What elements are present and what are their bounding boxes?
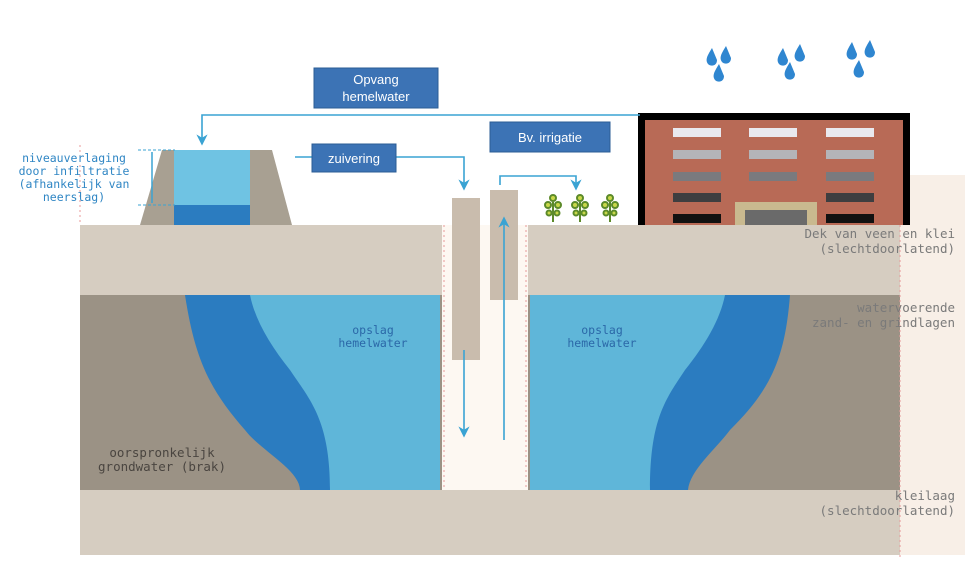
zuivering-label: zuivering bbox=[328, 151, 380, 166]
collect-arrow bbox=[196, 114, 640, 146]
dek-label-1: Dek van veen en klei bbox=[804, 226, 955, 241]
water-label-2: zand- en grindlagen bbox=[812, 315, 955, 330]
plant-icon bbox=[544, 194, 619, 222]
niveau-label-2: door infiltratie bbox=[19, 164, 130, 178]
purification-arrow bbox=[396, 156, 470, 191]
building-windows bbox=[673, 128, 874, 225]
opslag-right-2: hemelwater bbox=[567, 336, 636, 350]
basin-water bbox=[174, 150, 250, 205]
basin-water-low bbox=[174, 205, 250, 225]
dek-label-2: (slechtdoorlatend) bbox=[820, 241, 955, 256]
niveau-label-1: niveauverlaging bbox=[22, 151, 126, 165]
storage-left-light bbox=[250, 295, 440, 490]
opvang-label-line1: Opvang bbox=[353, 72, 399, 87]
opvang-label-line2: hemelwater bbox=[342, 89, 410, 104]
opslag-left-2: hemelwater bbox=[338, 336, 407, 350]
margin-strip bbox=[900, 175, 965, 555]
grondwater-label-1: oorspronkelijk bbox=[109, 445, 215, 460]
clay-layer bbox=[80, 490, 900, 555]
basin-wall-right bbox=[250, 150, 292, 225]
storage-right-light bbox=[530, 295, 725, 490]
klei-label-2: (slechtdoorlatend) bbox=[820, 503, 955, 518]
grondwater-label-2: grondwater (brak) bbox=[98, 459, 226, 474]
niveau-label-3: (afhankelijk van bbox=[19, 177, 130, 191]
opslag-left-1: opslag bbox=[352, 323, 394, 337]
irrigatie-box bbox=[489, 121, 611, 153]
irrigation-arrow bbox=[499, 175, 582, 191]
injection-pipe bbox=[452, 198, 480, 360]
klei-label-1: kleilaag bbox=[895, 488, 955, 503]
irrigatie-label: Bv. irrigatie bbox=[518, 130, 582, 145]
water-label-1: watervoerende bbox=[857, 300, 955, 315]
opvang-box bbox=[313, 67, 439, 109]
raindrop-icon bbox=[706, 40, 875, 82]
zuivering-box bbox=[311, 143, 397, 173]
niveau-label-4: neerslag) bbox=[43, 190, 105, 204]
opslag-right-1: opslag bbox=[581, 323, 623, 337]
